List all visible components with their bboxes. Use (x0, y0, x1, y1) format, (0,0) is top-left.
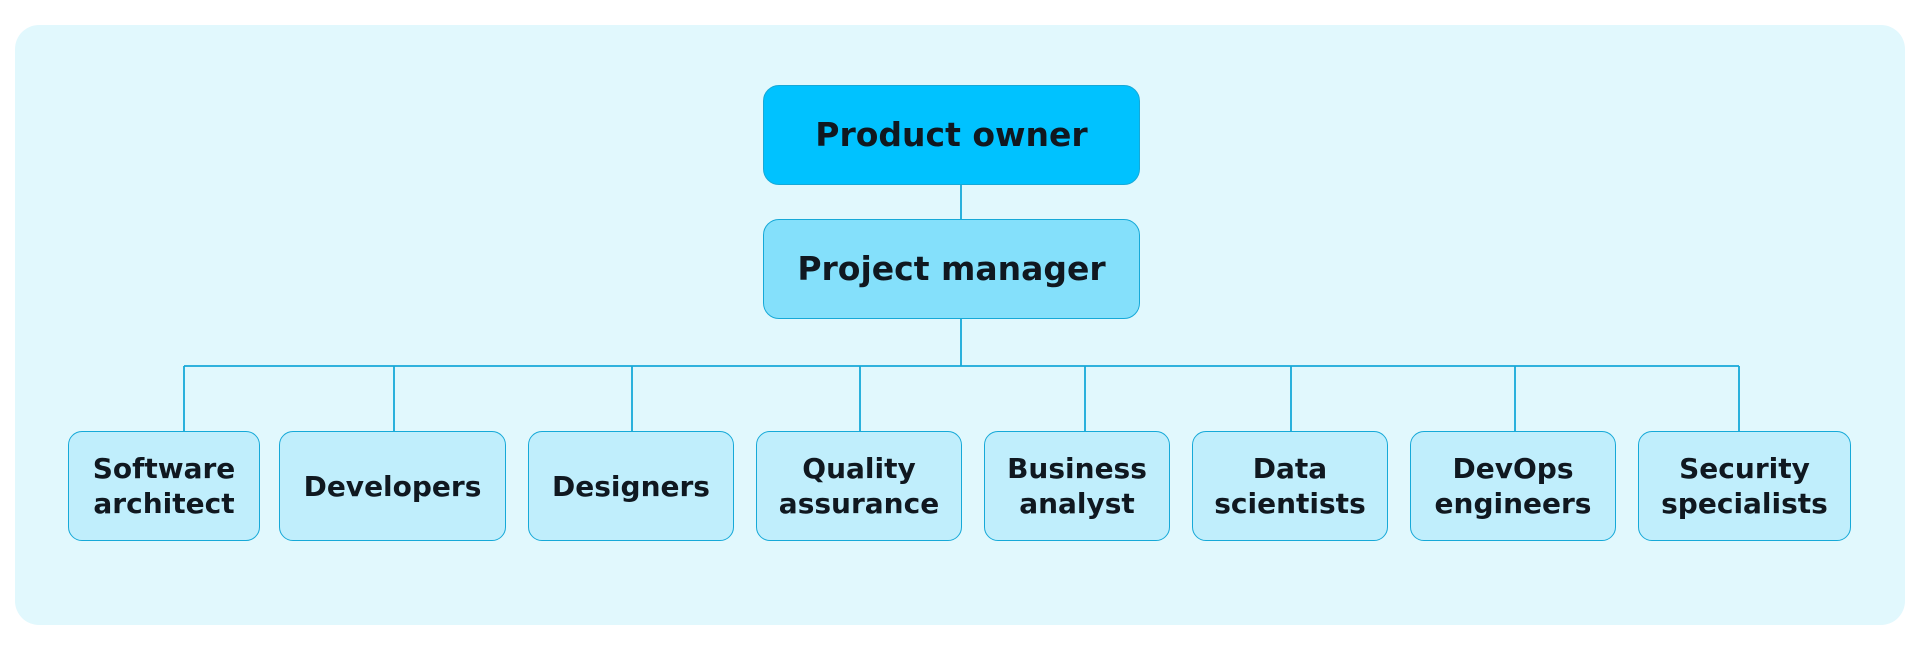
team-label: Business analyst (1007, 452, 1147, 520)
project-manager-node: Project manager (763, 219, 1140, 319)
team-node-developers: Developers (279, 431, 506, 541)
team-label: Quality assurance (778, 452, 940, 520)
team-node-devops-engineers: DevOps engineers (1410, 431, 1616, 541)
team-node-business-analyst: Business analyst (984, 431, 1170, 541)
team-label: Developers (303, 469, 482, 503)
team-node-security-specialists: Security specialists (1638, 431, 1851, 541)
product-owner-label: Product owner (815, 115, 1088, 155)
team-label: DevOps engineers (1434, 452, 1592, 520)
team-label: Data scientists (1214, 452, 1366, 520)
team-node-data-scientists: Data scientists (1192, 431, 1388, 541)
team-node-quality-assurance: Quality assurance (756, 431, 962, 541)
team-label: Designers (552, 469, 710, 503)
team-label: Security specialists (1661, 452, 1828, 520)
product-owner-node: Product owner (763, 85, 1140, 185)
team-node-designers: Designers (528, 431, 734, 541)
team-node-software-architect: Software architect (68, 431, 260, 541)
team-label: Software architect (92, 452, 236, 520)
project-manager-label: Project manager (797, 249, 1106, 289)
